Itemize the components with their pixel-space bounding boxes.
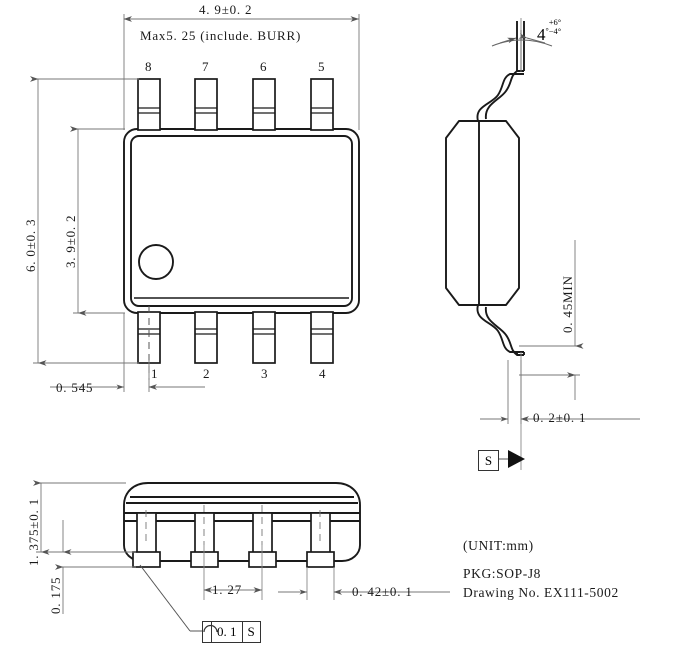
top-view-burr-note: Max5. 25 (include. BURR): [140, 28, 302, 43]
lead-angle-value: 4: [537, 24, 546, 44]
lead-pitch-dimension-label: 1. 27: [212, 582, 242, 597]
top-view-overall-height-dimension-label: 6. 0±0. 3: [23, 218, 38, 272]
lead-width-dimension-label: 0. 42±0. 1: [352, 584, 413, 599]
pin-label-3: 3: [261, 366, 268, 381]
lead-angle-minus-tolerance: −4°: [548, 25, 562, 36]
front-view-body-height-dimension-label: 1. 375±0. 1: [26, 498, 41, 566]
lead-angle-dimension-label: 4°+6°−4°: [537, 18, 561, 45]
pin-label-7: 7: [202, 59, 209, 74]
top-view-lead-offset-dimension-label: 0. 545: [56, 380, 94, 395]
flatness-tolerance-value: 0. 1: [212, 622, 243, 642]
pin-label-2: 2: [203, 366, 210, 381]
pin-label-5: 5: [318, 59, 325, 74]
unit-note: (UNIT:mm): [463, 538, 534, 553]
stand-off-dimension-label: 0. 2±0. 1: [533, 410, 587, 425]
lead-angle-unit: °: [545, 26, 549, 36]
pin-label-6: 6: [260, 59, 267, 74]
lead-angle-plus-tolerance: +6°: [548, 17, 562, 27]
top-view-body-height-dimension-label: 3. 9±0. 2: [63, 214, 78, 268]
flatness-datum-reference: S: [247, 624, 255, 639]
pin-label-4: 4: [319, 366, 326, 381]
top-view-width-dimension-label: 4. 9±0. 2: [199, 2, 253, 17]
pin-label-8: 8: [145, 59, 152, 74]
datum-s-symbol: S: [478, 450, 499, 471]
lead-length-dimension-label: 0. 45MIN: [560, 275, 575, 333]
profile-of-surface-icon: [203, 622, 218, 642]
feature-control-frame: 0. 1 S: [202, 621, 261, 643]
datum-s-label: S: [484, 452, 493, 468]
drawing-number-label: Drawing No. EX111-5002: [463, 585, 619, 600]
package-name-label: PKG:SOP-J8: [463, 566, 542, 581]
profile-arc-glyph: [203, 624, 218, 633]
front-view-seating-plane-dimension-label: 0. 175: [48, 576, 63, 614]
pin-label-1: 1: [151, 366, 158, 381]
